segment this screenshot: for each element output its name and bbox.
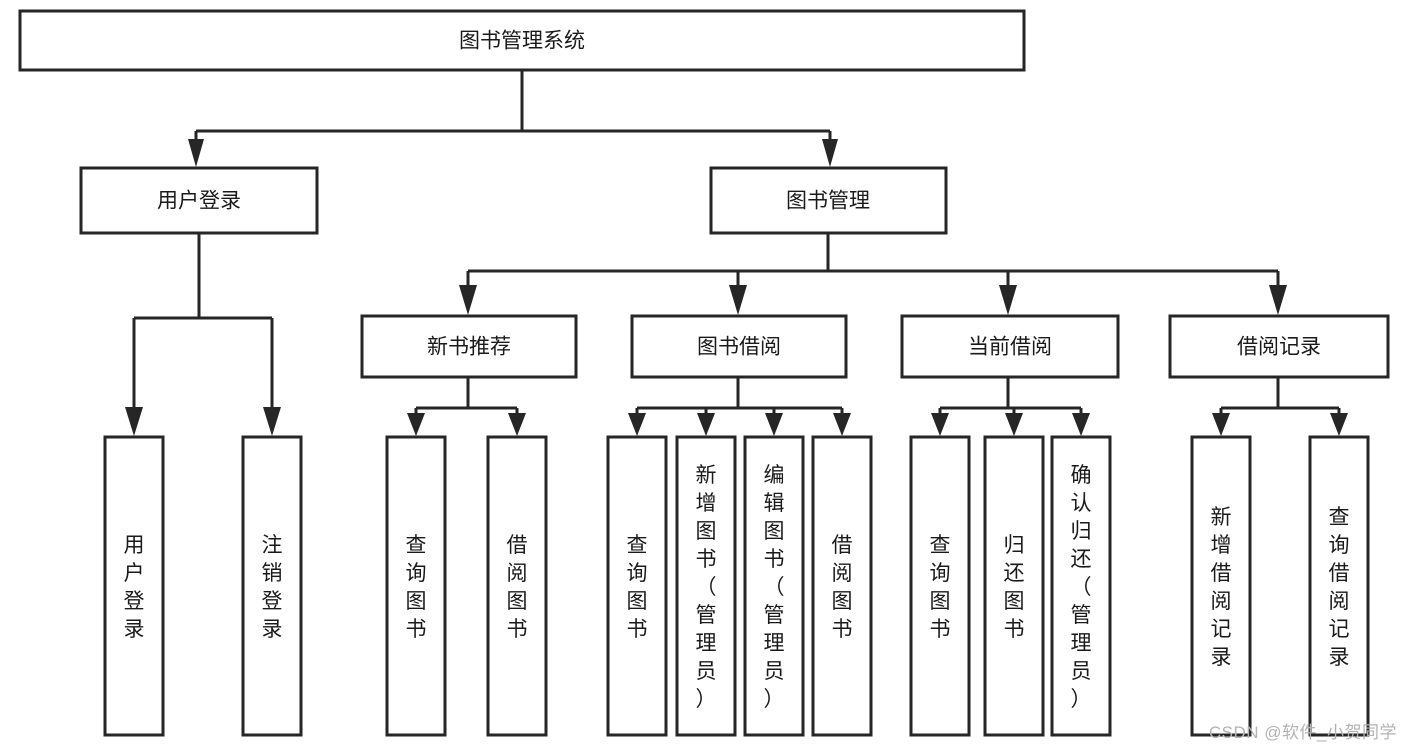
arrow-head-book-borrow <box>729 285 747 315</box>
node-leaf-add-book[interactable]: 新增图书（管理员） <box>675 435 737 737</box>
node-user-login[interactable]: 用户登录 <box>79 166 319 235</box>
node-root-box[interactable] <box>18 9 1026 72</box>
node-leaf-query-book-1-box[interactable] <box>385 435 447 737</box>
node-leaf-logout-login-box[interactable] <box>241 435 303 737</box>
node-leaf-borrow-book-2-label: 借阅图书 <box>832 534 853 641</box>
node-leaf-borrow-book-1-box[interactable] <box>486 435 548 737</box>
node-leaf-user-login-label: 用户登录 <box>124 534 145 641</box>
node-leaf-edit-book-box[interactable] <box>743 435 805 737</box>
node-book-borrow[interactable]: 图书借阅 <box>630 314 848 379</box>
arrow-head-leaf-add-book <box>697 413 715 436</box>
node-leaf-logout-login[interactable]: 注销登录 <box>241 435 303 737</box>
node-leaf-borrow-book-1-label: 借阅图书 <box>507 534 528 641</box>
node-leaf-query-book-1[interactable]: 查询图书 <box>385 435 447 737</box>
arrow-head-leaf-user-login <box>125 407 143 436</box>
node-leaf-query-book-3[interactable]: 查询图书 <box>909 435 971 737</box>
node-new-book-recommend-box[interactable] <box>360 314 578 379</box>
node-user-login-box[interactable] <box>79 166 319 235</box>
arrow-head-leaf-borrow-book-2 <box>833 413 851 436</box>
node-leaf-add-borrow-record-box[interactable] <box>1190 435 1252 737</box>
node-root[interactable]: 图书管理系统 <box>18 9 1026 72</box>
node-book-manage-box[interactable] <box>709 166 948 235</box>
node-book-borrow-box[interactable] <box>630 314 848 379</box>
node-book-manage[interactable]: 图书管理 <box>709 166 948 235</box>
node-current-borrow-label: 当前借阅 <box>968 336 1052 359</box>
node-leaf-query-book-3-box[interactable] <box>909 435 971 737</box>
connectors-layer <box>125 70 1348 436</box>
node-leaf-query-book-1-label: 查询图书 <box>406 534 427 641</box>
node-borrow-record[interactable]: 借阅记录 <box>1168 314 1390 379</box>
node-leaf-return-book-box[interactable] <box>983 435 1045 737</box>
arrow-head-leaf-query-borrow-record <box>1330 413 1348 436</box>
node-current-borrow[interactable]: 当前借阅 <box>900 314 1120 379</box>
node-leaf-return-book-label: 归还图书 <box>1004 534 1025 641</box>
node-leaf-confirm-return-box[interactable] <box>1050 435 1112 737</box>
node-leaf-add-borrow-record[interactable]: 新增借阅记录 <box>1190 435 1252 737</box>
node-leaf-query-borrow-record[interactable]: 查询借阅记录 <box>1308 435 1370 737</box>
node-current-borrow-box[interactable] <box>900 314 1120 379</box>
arrow-head-leaf-confirm-return <box>1072 413 1090 436</box>
node-leaf-borrow-book-1[interactable]: 借阅图书 <box>486 435 548 737</box>
node-root-label: 图书管理系统 <box>459 30 585 53</box>
node-leaf-query-book-2-box[interactable] <box>606 435 668 737</box>
node-leaf-add-book-label: 新增图书（管理员） <box>696 464 717 711</box>
node-leaf-confirm-return[interactable]: 确认归还（管理员） <box>1050 435 1112 737</box>
arrow-head-user-login <box>188 139 204 167</box>
node-new-book-recommend-label: 新书推荐 <box>427 336 511 359</box>
node-leaf-user-login[interactable]: 用户登录 <box>103 435 165 737</box>
node-leaf-add-book-box[interactable] <box>675 435 737 737</box>
arrow-head-leaf-return-book <box>1005 413 1023 436</box>
node-leaf-query-borrow-record-label: 查询借阅记录 <box>1329 506 1350 669</box>
node-leaf-return-book[interactable]: 归还图书 <box>983 435 1045 737</box>
arrow-head-leaf-edit-book <box>765 413 783 436</box>
arrow-head-borrow-record <box>1269 285 1287 315</box>
node-leaf-query-book-2-label: 查询图书 <box>627 534 648 641</box>
node-leaf-user-login-box[interactable] <box>103 435 165 737</box>
node-leaf-confirm-return-label: 确认归还（管理员） <box>1071 464 1092 711</box>
node-leaf-query-borrow-record-box[interactable] <box>1308 435 1370 737</box>
arrow-head-leaf-query-book-3 <box>931 413 949 436</box>
arrow-head-leaf-logout-login <box>263 407 281 436</box>
node-leaf-edit-book[interactable]: 编辑图书（管理员） <box>743 435 805 737</box>
node-user-login-label: 用户登录 <box>157 190 241 213</box>
arrow-head-leaf-query-book-1 <box>407 413 425 436</box>
node-leaf-add-borrow-record-label: 新增借阅记录 <box>1211 506 1232 669</box>
arrow-head-leaf-add-borrow-record <box>1212 413 1230 436</box>
csdn-watermark: CSDN @软件_小贺同学 <box>1208 723 1397 742</box>
node-leaf-query-book-2[interactable]: 查询图书 <box>606 435 668 737</box>
node-leaf-borrow-book-2-box[interactable] <box>811 435 873 737</box>
node-leaf-logout-login-label: 注销登录 <box>262 534 283 641</box>
nodes-layer: 图书管理系统 用户登录 图书管理 新书推荐 图书借阅 <box>18 9 1390 737</box>
arrow-head-new-book-recommend <box>459 285 477 315</box>
node-book-manage-label: 图书管理 <box>786 190 870 213</box>
node-leaf-query-book-3-label: 查询图书 <box>930 534 951 641</box>
node-new-book-recommend[interactable]: 新书推荐 <box>360 314 578 379</box>
node-borrow-record-box[interactable] <box>1168 314 1390 379</box>
arrow-head-current-borrow <box>999 285 1017 315</box>
node-leaf-edit-book-label: 编辑图书（管理员） <box>764 464 785 711</box>
arrow-head-leaf-borrow-book-1 <box>508 413 526 436</box>
node-borrow-record-label: 借阅记录 <box>1237 336 1321 359</box>
node-book-borrow-label: 图书借阅 <box>697 336 781 359</box>
node-leaf-borrow-book-2[interactable]: 借阅图书 <box>811 435 873 737</box>
arrow-head-leaf-query-book-2 <box>628 413 646 436</box>
arrow-head-book-manage <box>822 139 838 167</box>
